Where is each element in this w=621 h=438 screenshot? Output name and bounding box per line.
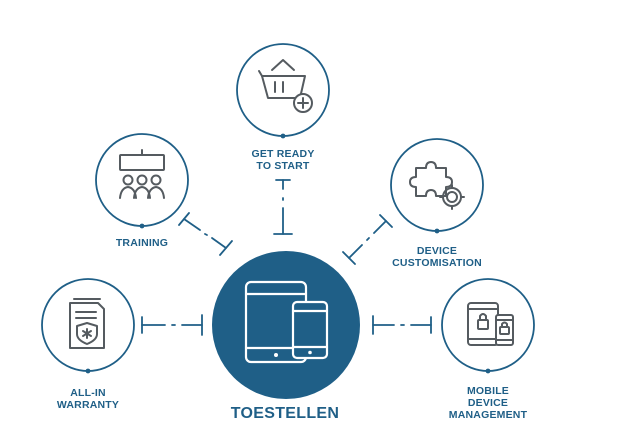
training-circle bbox=[95, 133, 189, 227]
customisation-circle bbox=[390, 138, 484, 232]
get-ready-label-line-2: TO START bbox=[256, 160, 310, 172]
mdm-label-line-3: MANAGEMENT bbox=[448, 409, 528, 421]
customisation-label: DEVICE CUSTOMISATION bbox=[377, 245, 497, 269]
training-label: TRAINING bbox=[96, 237, 188, 249]
puzzle-gear-icon bbox=[409, 161, 465, 210]
customisation-label-line-1: DEVICE bbox=[416, 245, 458, 257]
certificate-shield-icon bbox=[69, 298, 105, 349]
get-ready-label-line-1: GET READY bbox=[251, 148, 315, 160]
connector-warranty bbox=[141, 314, 203, 336]
get-ready-label: GET READY TO START bbox=[235, 148, 331, 172]
warranty-label-line-1: ALL-IN bbox=[70, 387, 106, 399]
mdm-label: MOBILE DEVICE MANAGEMENT bbox=[428, 385, 548, 421]
warranty-label-line-2: WARRANTY bbox=[56, 399, 120, 411]
warranty-circle bbox=[41, 278, 135, 372]
mdm-label-line-1: MOBILE bbox=[466, 385, 510, 397]
customisation-label-line-2: CUSTOMISATION bbox=[392, 257, 482, 269]
connector-training bbox=[178, 212, 233, 256]
connector-customisation bbox=[342, 214, 393, 265]
tablet-phone-icon bbox=[244, 280, 329, 364]
basket-plus-icon bbox=[258, 59, 313, 113]
center-label: TOESTELLEN bbox=[230, 405, 340, 422]
center-circle bbox=[212, 251, 360, 399]
devices-lock-icon bbox=[467, 302, 514, 346]
mdm-label-line-2: DEVICE bbox=[467, 397, 509, 409]
training-label-line-1: TRAINING bbox=[115, 237, 169, 249]
presentation-group-icon bbox=[119, 149, 165, 199]
connector-get-ready bbox=[273, 179, 293, 235]
warranty-label: ALL-IN WARRANTY bbox=[40, 387, 136, 411]
connector-mdm bbox=[372, 315, 432, 335]
